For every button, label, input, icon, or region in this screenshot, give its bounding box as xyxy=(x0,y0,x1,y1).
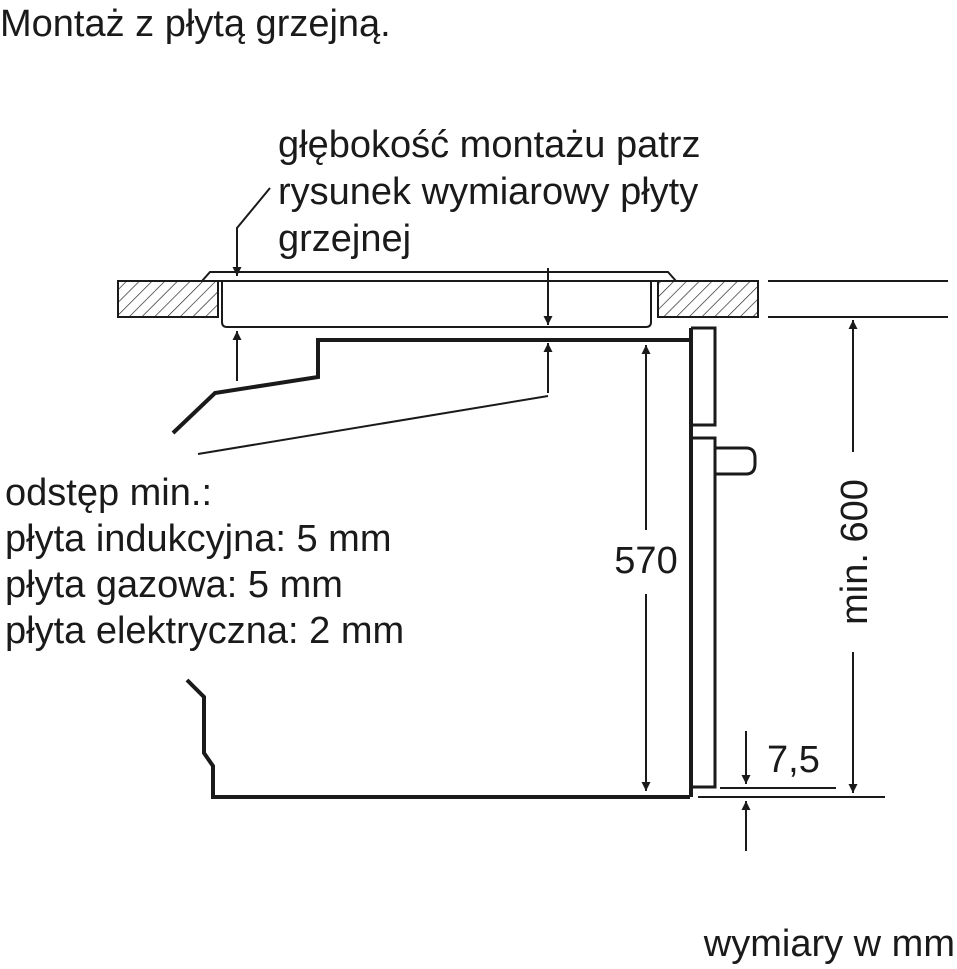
clearance-line-3: płyta elektryczna: 2 mm xyxy=(5,610,404,652)
depth-note: głębokość montażu patrz rysunek wymiarow… xyxy=(278,124,700,260)
clearance-line-1: płyta indukcyjna: 5 mm xyxy=(5,518,392,560)
depth-note-line-1: głębokość montażu patrz xyxy=(278,124,700,166)
dim-7-5-label: 7,5 xyxy=(767,739,820,781)
clearance-line-2: płyta gazowa: 5 mm xyxy=(5,564,343,606)
worktop-right xyxy=(657,280,759,318)
dim-570-label: 570 xyxy=(614,540,677,582)
depth-note-line-2: rysunek wymiarowy płyty xyxy=(278,171,698,213)
dim-600-label: min. 600 xyxy=(834,479,876,625)
oven-body xyxy=(171,326,757,799)
units-note: wymiary w mm xyxy=(703,923,955,965)
clearance-note: odstęp min.: płyta indukcyjna: 5 mm płyt… xyxy=(5,472,404,652)
worktop-left xyxy=(117,280,219,318)
depth-leader-arrow xyxy=(232,187,271,276)
depth-note-line-3: grzejnej xyxy=(278,218,411,260)
hob xyxy=(201,271,677,328)
clearance-heading: odstęp min.: xyxy=(5,472,212,514)
page-title: Montaż z płytą grzejną. xyxy=(0,3,391,45)
